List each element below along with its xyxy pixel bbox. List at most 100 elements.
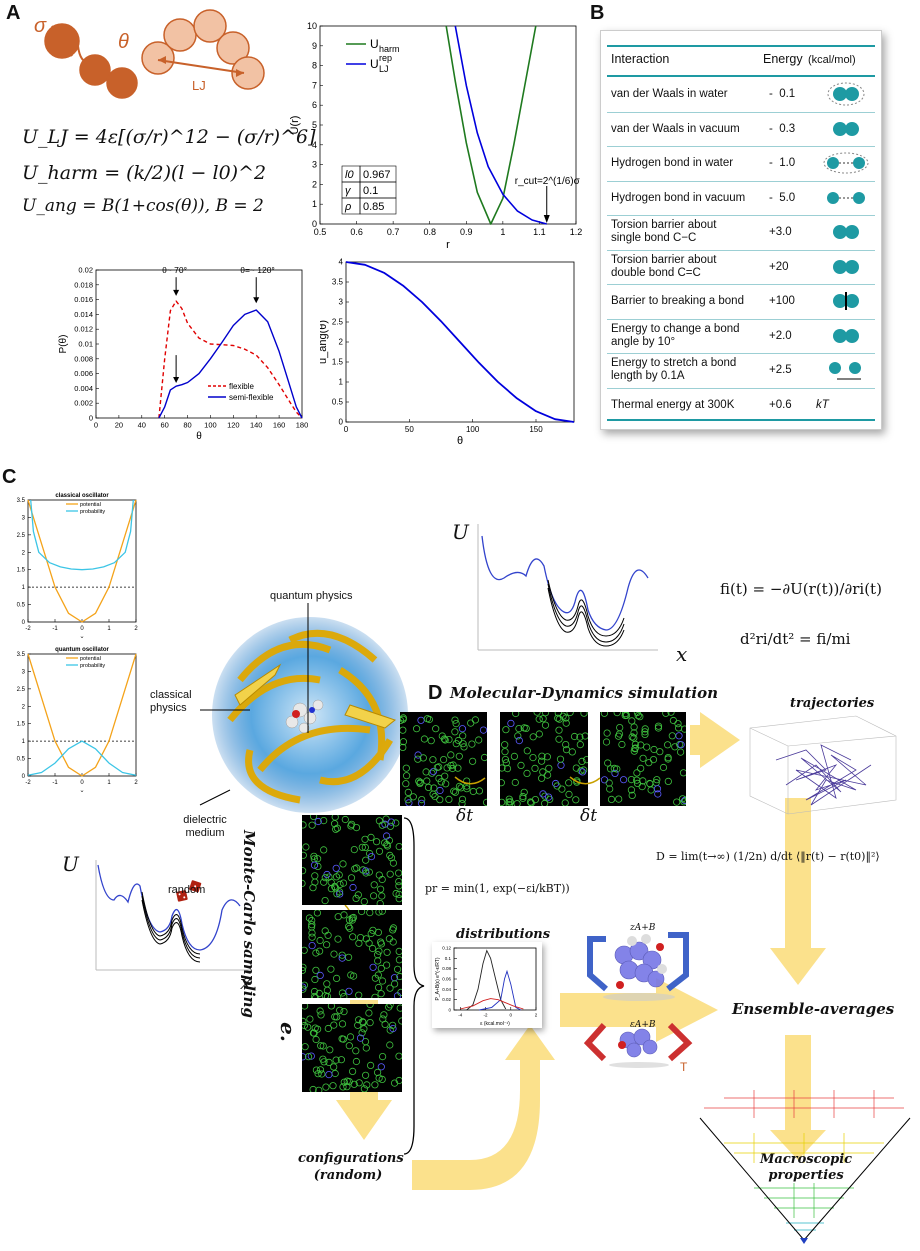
y-tick-label: 3 — [22, 669, 26, 675]
y-tick-label: 0 — [22, 774, 26, 780]
metropolis-equation: pr = min(1, exp(−εi/kBT)) — [425, 882, 570, 895]
mc-frame-3 — [302, 1004, 402, 1092]
table-row: van der Waals in water- 0.1 — [601, 77, 881, 112]
x-tick-label: 100 — [466, 425, 480, 434]
y-tick-label: 3.5 — [17, 498, 26, 504]
diffusion-equation: D = lim(t→∞) (1/2n) d/dt ⟨‖r(t) − r(t0)‖… — [656, 850, 880, 863]
md-landscape-u-label: U — [452, 520, 469, 544]
series-line-potential — [27, 653, 137, 777]
y-tick-label: 0.012 — [74, 325, 93, 334]
series-line-semi-flexible — [158, 309, 303, 419]
energy-value: +3.0 — [769, 226, 792, 238]
molecule-icon — [833, 328, 859, 343]
y-tick-label: 0 — [339, 418, 344, 427]
x-tick-label: 0 — [344, 425, 349, 434]
table-row: Hydrogen bond in vacuum- 5.0 — [601, 181, 881, 216]
param-value: 0.85 — [363, 201, 384, 213]
y-tick-label: 0.06 — [442, 977, 451, 982]
x-axis-label: θ — [457, 435, 463, 447]
x-tick-label: 60 — [160, 421, 168, 430]
y-tick-label: 4 — [312, 140, 317, 150]
force-equation: fi(t) = −∂U(r(t))/∂ri(t) — [720, 580, 882, 598]
energy-value: +2.0 — [769, 329, 792, 342]
energy-value: +20 — [769, 260, 789, 273]
random-label: random — [168, 884, 206, 896]
x-tick-label: 0 — [510, 1013, 513, 1018]
energy-value: - 1.0 — [769, 157, 796, 169]
y-axis-label: P_A+B(ε) e^(-ε/RT) — [435, 957, 441, 1000]
param-name: ρ — [344, 201, 351, 213]
energy-landscape-mc — [95, 860, 250, 971]
x-tick-label: 1.1 — [533, 227, 546, 237]
param-value: 0.967 — [363, 169, 391, 181]
md-frame-2 — [500, 712, 588, 806]
y-tick-label: 7 — [312, 80, 317, 90]
y-axis-label: u_ang(θ) — [320, 320, 329, 364]
series-line-u-harm — [445, 25, 537, 225]
legend-subscript: LJ — [379, 64, 389, 74]
x-tick-label: 2 — [535, 1013, 538, 1018]
panel-label-e: e. — [275, 1022, 300, 1042]
y-tick-label: 0.5 — [17, 603, 26, 609]
legend-label: U — [370, 37, 379, 51]
x-tick-label: 120 — [227, 421, 240, 430]
x-tick-label: 40 — [138, 421, 146, 430]
param-name: l0 — [345, 169, 354, 181]
x-tick-label: -2 — [25, 626, 31, 632]
x-tick-label: -1 — [52, 780, 58, 786]
y-tick-label: 1 — [312, 199, 317, 209]
molecule-icon — [833, 225, 859, 239]
x-axis-label: ε (kcal.mol⁻¹) — [480, 1021, 510, 1027]
md-frame-1 — [400, 712, 487, 806]
y-tick-label: 0 — [448, 1008, 451, 1013]
y-tick-label: 3 — [339, 298, 344, 307]
y-tick-label: 8 — [312, 61, 317, 71]
table-row: van der Waals in vacuum- 0.3 — [601, 112, 881, 147]
legend-label: potential — [80, 502, 101, 508]
x-axis-label: x — [81, 790, 84, 792]
peak-arrow-head — [173, 289, 180, 296]
peak-arrow-head — [253, 297, 260, 304]
x-tick-label: 0.6 — [350, 227, 363, 237]
x-tick-label: 2 — [134, 780, 138, 786]
x-tick-label: 1 — [107, 626, 111, 632]
trajectories-label: trajectories — [790, 696, 875, 711]
y-tick-label: 0.02 — [78, 266, 93, 275]
y-tick-label: 0.014 — [74, 310, 93, 319]
theta-label: θ — [118, 31, 129, 53]
y-tick-label: 2.5 — [17, 533, 26, 539]
molecule-icon — [833, 259, 859, 274]
zab-label: zA+B — [630, 923, 656, 933]
distributions-label: distributions — [456, 927, 551, 942]
energy-value: +0.6 — [769, 398, 792, 411]
interaction-label: Hydrogen bond in water — [611, 157, 734, 169]
x-tick-label: -4 — [458, 1013, 462, 1018]
mc-landscape-x-label: x — [240, 970, 252, 994]
y-tick-label: 0.01 — [78, 340, 93, 349]
series-line-flexible — [158, 300, 303, 419]
molecule-icon — [829, 362, 861, 380]
x-tick-label: 80 — [183, 421, 191, 430]
legend-subscript: harm — [379, 44, 400, 54]
md-frame-3 — [600, 712, 686, 806]
energy-value: - 5.0 — [769, 191, 796, 204]
y-tick-label: 0.02 — [442, 997, 451, 1002]
x-tick-label: 1 — [107, 780, 111, 786]
label-classical-physics: classical physics — [150, 689, 192, 714]
y-tick-label: 2 — [339, 338, 344, 347]
macroscopic-properties-label: Macroscopic properties — [760, 1152, 853, 1183]
energy-value: - 0.3 — [769, 122, 796, 135]
y-tick-label: 3 — [22, 515, 26, 521]
y-tick-label: 2 — [22, 704, 26, 710]
series-line-probability — [27, 740, 137, 776]
table-header-unit: (kcal/mol) — [808, 54, 856, 66]
plot-frame — [453, 947, 537, 1011]
y-tick-label: 2 — [312, 179, 317, 189]
